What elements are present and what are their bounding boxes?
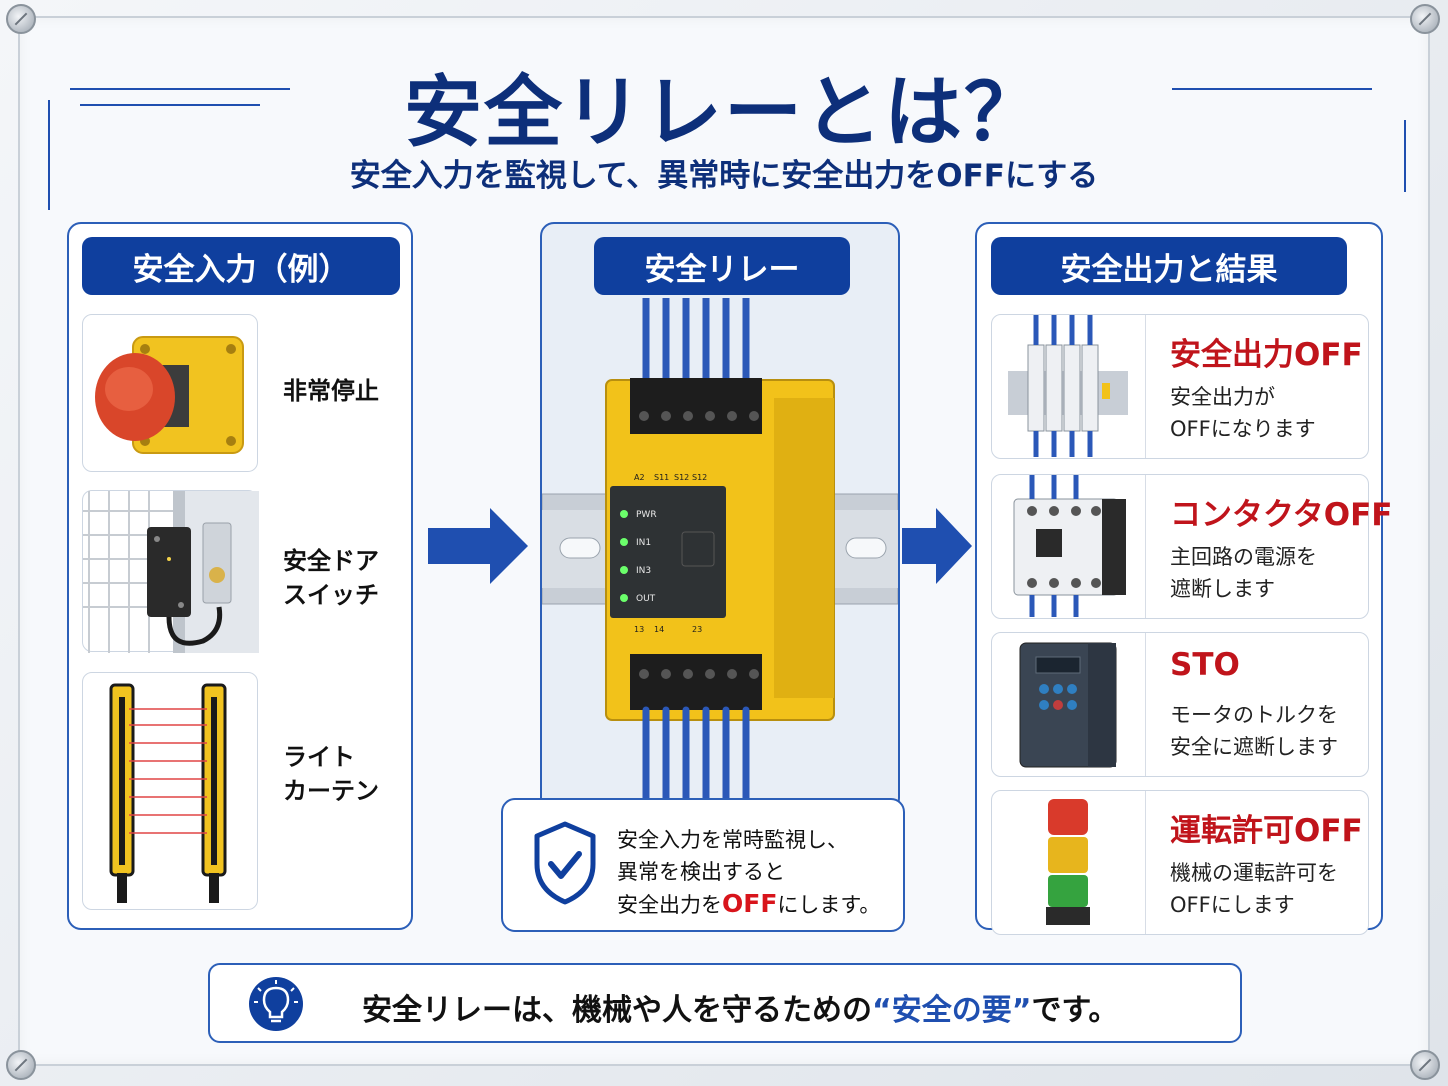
page-subtitle: 安全入力を監視して、異常時に安全出力をOFFにする	[349, 158, 1099, 194]
screw-icon	[6, 1050, 36, 1080]
lightbulb-icon	[249, 977, 303, 1031]
output-title: コンタクタOFF	[1170, 497, 1393, 533]
header-deco-line	[48, 100, 50, 210]
screw-icon	[1410, 4, 1440, 34]
light-curtain-image	[82, 672, 258, 910]
summary-text: 安全リレーは、機械や人を守るための“安全の要”です。	[362, 993, 1119, 1028]
terminal-label: S11	[654, 473, 669, 482]
screw-icon	[6, 4, 36, 34]
terminal-label: 13	[634, 625, 644, 634]
output-desc: 機械の運転許可を OFFにします	[1170, 861, 1338, 917]
output-item-sto: STO モータのトルクを 安全に遮断します	[991, 632, 1369, 777]
signal-tower-icon	[1046, 799, 1090, 925]
header-deco-line	[1404, 120, 1406, 192]
arrow-right-icon	[902, 508, 972, 584]
header-deco-line	[1172, 88, 1372, 90]
safety-input-heading: 安全入力（例）	[82, 237, 400, 295]
terminal-label: 23	[692, 625, 702, 634]
led-label: OUT	[636, 594, 656, 604]
relay-note-text: 安全入力を常時監視し、 異常を検出すると 安全出力をOFFにします。	[617, 828, 881, 918]
led-label: IN1	[636, 538, 651, 548]
led-label: IN3	[636, 566, 651, 576]
emergency-stop-image	[82, 314, 258, 472]
arrow-right-icon	[428, 508, 528, 584]
header-deco-line	[80, 104, 260, 106]
led-label: PWR	[636, 510, 657, 520]
terminal-label: S12	[674, 473, 689, 482]
door-switch-image	[82, 490, 259, 653]
output-title: 運転許可OFF	[1170, 813, 1363, 849]
input-label-light-curtain: ライト カーテン	[283, 743, 379, 805]
contactor-icon	[1013, 475, 1126, 617]
input-label-emergency-stop: 非常停止	[283, 377, 379, 405]
output-desc: 安全出力が OFFになります	[1170, 385, 1316, 441]
safety-output-heading: 安全出力と結果	[991, 237, 1347, 295]
output-item-run-permit: 運転許可OFF 機械の運転許可を OFFにします	[991, 790, 1369, 935]
note-off-highlight: OFF	[722, 889, 778, 918]
light-curtain-icon	[109, 683, 227, 903]
output-title: STO	[1170, 647, 1240, 683]
output-item-safety-output: 安全出力OFF 安全出力が OFFになります	[991, 314, 1369, 459]
emergency-stop-icon	[95, 336, 244, 454]
relay-note-box: 安全入力を常時監視し、 異常を検出すると 安全出力をOFFにします。	[501, 798, 905, 932]
safety-relay-panel: 安全リレー A2 S11 S12 S12	[540, 222, 900, 812]
terminal-block-icon	[1008, 315, 1128, 457]
output-title: 安全出力OFF	[1170, 337, 1363, 373]
safety-relay-heading: 安全リレー	[594, 237, 850, 295]
screw-icon	[1410, 1050, 1440, 1080]
summary-bar: 安全リレーは、機械や人を守るための“安全の要”です。	[208, 963, 1242, 1043]
shield-check-icon	[534, 821, 596, 905]
safety-relay-device-icon: A2 S11 S12 S12 PWR IN1 IN3 OUT 13 14 23	[542, 298, 898, 802]
output-desc: モータのトルクを 安全に遮断します	[1170, 703, 1338, 759]
terminal-label: A2	[634, 473, 645, 482]
terminal-label: 14	[654, 625, 664, 634]
input-label-door-switch: 安全ドア スイッチ	[283, 547, 379, 609]
door-switch-icon	[83, 491, 259, 653]
safety-input-panel: 安全入力（例） 非常停止	[67, 222, 413, 930]
output-desc: 主回路の電源を 遮断します	[1170, 545, 1317, 601]
safety-output-panel: 安全出力と結果 安全出力OFF 安全出力が OFFになります	[975, 222, 1392, 935]
terminal-label: S12	[692, 473, 707, 482]
page-title: 安全リレーとは？	[403, 68, 1044, 158]
summary-highlight: “安全の要”	[872, 993, 1032, 1028]
output-item-contactor: コンタクタOFF 主回路の電源を 遮断します	[991, 474, 1392, 619]
header-deco-line	[70, 88, 290, 90]
inverter-drive-icon	[1019, 642, 1117, 768]
